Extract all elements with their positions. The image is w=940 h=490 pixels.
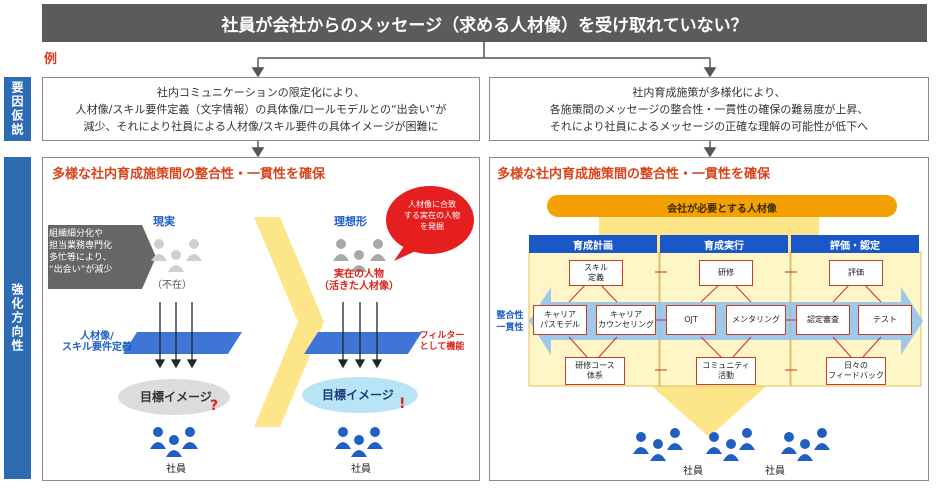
- side-label-factor: 要因仮説: [4, 77, 31, 141]
- cause-line: “出会い”が減少: [49, 265, 113, 275]
- real-person-label: 実在の人物 （活きた人材像）: [314, 269, 404, 293]
- employees-icon-left: [150, 427, 198, 457]
- filter-label-line: として機能: [419, 342, 465, 352]
- absent-label: （不在）: [152, 280, 192, 291]
- node-text: 認定審査: [807, 315, 839, 324]
- real-person-line: 実在の人物: [334, 269, 384, 280]
- target-image-blurry: [118, 379, 230, 415]
- reality-label: 現実: [153, 215, 175, 228]
- factor-right-line2: 各施策間のメッセージの整合性・一貫性の確保の難易度が上昇、: [549, 102, 869, 116]
- factor-right-line1: 社内育成施策が多様化により、: [632, 85, 786, 99]
- factor-box-right: 社内育成施策が多様化により、 各施策間のメッセージの整合性・一貫性の確保の難易度…: [489, 77, 929, 141]
- definition-plane-reality: [123, 332, 242, 354]
- node-text: カウンセリング: [598, 320, 654, 329]
- bubble-line: する実在の人物: [404, 211, 460, 220]
- node-text: コミュニティ: [702, 361, 750, 370]
- node-career-counseling: キャリアカウンセリング: [596, 305, 656, 335]
- question-mark: ?: [210, 398, 219, 414]
- real-person-line: （活きた人材像）: [319, 281, 399, 292]
- plane-label-line: 人材像/: [80, 331, 114, 342]
- cause-line: 担当業務専門化: [49, 241, 113, 251]
- node-text: OJT: [684, 315, 698, 324]
- real-people-icon: [333, 239, 386, 272]
- node-text: 体系: [586, 371, 603, 380]
- node-text: テスト: [873, 315, 897, 324]
- node-text: 日々の: [844, 361, 868, 370]
- banner-label: 会社が必要とする人材像: [667, 203, 777, 215]
- left-panel-heading: 多様な社内育成施策間の整合性・一貫性を確保: [52, 167, 326, 182]
- bubble-line: を発掘: [420, 222, 444, 231]
- node-mentoring: メンタリング: [726, 305, 786, 335]
- factor-right-line3: それにより社員によるメッセージの正確な理解の可能性が低下へ: [549, 119, 869, 133]
- target-image-clear: [302, 377, 418, 413]
- side-label-strengthen: 強化方向性: [4, 157, 31, 479]
- node-text: キャリア: [610, 310, 642, 319]
- node-text: メンタリング: [732, 315, 780, 324]
- column-header-plan: 育成計画: [529, 235, 657, 253]
- node-skill-definition: スキル定義: [569, 260, 623, 286]
- node-text: スキル: [584, 263, 608, 272]
- factor-left-line1: 社内コミュニケーションの限定化により、: [156, 85, 366, 99]
- node-evaluation: 評価: [829, 260, 883, 286]
- page-title: 社員が会社からのメッセージ（求める人材像）を受け取れていない？: [42, 4, 927, 42]
- cause-line: 組織細分化や: [49, 229, 104, 239]
- node-cert-review: 認定審査: [796, 305, 850, 335]
- employee-label-group1: 社員: [683, 466, 703, 477]
- example-label: 例: [44, 52, 58, 67]
- node-text: キャリア: [544, 310, 576, 319]
- node-ojt: OJT: [666, 305, 716, 335]
- filter-label: フィルター として機能: [412, 331, 472, 353]
- exclamation-mark: !: [399, 396, 406, 412]
- employees-icon-group: [633, 428, 830, 461]
- target-image-label-right: 目標イメージ: [322, 388, 394, 402]
- factor-box-left: 社内コミュニケーションの限定化により、 人材像/スキル要件定義（文字情報）の具体…: [42, 77, 480, 141]
- cause-callout: [48, 225, 156, 289]
- node-text: 活動: [718, 371, 734, 380]
- left-panel-graphics: [48, 186, 474, 457]
- node-test: テスト: [858, 305, 912, 335]
- banner-shape: [547, 195, 897, 217]
- transition-arrow: [254, 217, 324, 427]
- factor-left-line3: 減少、それにより社員による人材像/スキル要件の具体イメージが困難に: [83, 119, 439, 133]
- employee-label-left: 社員: [166, 464, 186, 475]
- node-text: 研修: [718, 268, 734, 277]
- node-text: パスモデル: [540, 320, 580, 329]
- filter-label-line: フィルター: [419, 331, 465, 341]
- node-text: 評価: [848, 268, 864, 277]
- plane-label-line: スキル要件定義: [62, 342, 132, 353]
- node-text: 定義: [588, 273, 604, 282]
- employee-label-right: 社員: [351, 464, 371, 475]
- consistency-label: 整合性 一貫性: [493, 310, 527, 334]
- bubble-text: 人材像に合致 する実在の人物 を発掘: [398, 199, 466, 232]
- consistency-line: 一貫性: [496, 323, 524, 333]
- plane-label: 人材像/ スキル要件定義: [52, 331, 142, 353]
- discovery-bubble: [386, 186, 474, 254]
- column-header-eval: 評価・認定: [791, 235, 919, 253]
- node-connectors: [568, 271, 882, 371]
- definition-plane-ideal: [304, 332, 422, 354]
- absent-people-icon: [151, 239, 202, 272]
- node-training-course: 研修コース体系: [565, 357, 625, 385]
- node-career-path: キャリアパスモデル: [533, 305, 587, 335]
- cause-text: 組織細分化や 担当業務専門化 多忙等により、 “出会い”が減少: [49, 228, 139, 276]
- bubble-line: 人材像に合致: [408, 200, 456, 209]
- node-text: フィードバック: [828, 371, 884, 380]
- node-text: 研修コース: [575, 361, 615, 370]
- right-panel-heading: 多様な社内育成施策間の整合性・一貫性を確保: [497, 167, 771, 182]
- ideal-label: 理想形: [334, 215, 367, 228]
- node-community: コミュニティ活動: [696, 357, 756, 385]
- arrows-ideal: [337, 302, 383, 369]
- employees-icon-right: [335, 427, 383, 457]
- employee-label-group2: 社員: [765, 466, 785, 477]
- consistency-line: 整合性: [496, 311, 524, 321]
- target-image-label-left: 目標イメージ: [140, 390, 212, 404]
- cause-line: 多忙等により、: [49, 253, 112, 263]
- node-feedback: 日々のフィードバック: [826, 357, 886, 385]
- arrows-reality: [154, 302, 198, 369]
- column-header-exec: 育成実行: [660, 235, 788, 253]
- node-kenshu: 研修: [699, 260, 753, 286]
- factor-left-line2: 人材像/スキル要件定義（文字情報）の具体像/ロールモデルとの“出会い”が: [75, 102, 447, 116]
